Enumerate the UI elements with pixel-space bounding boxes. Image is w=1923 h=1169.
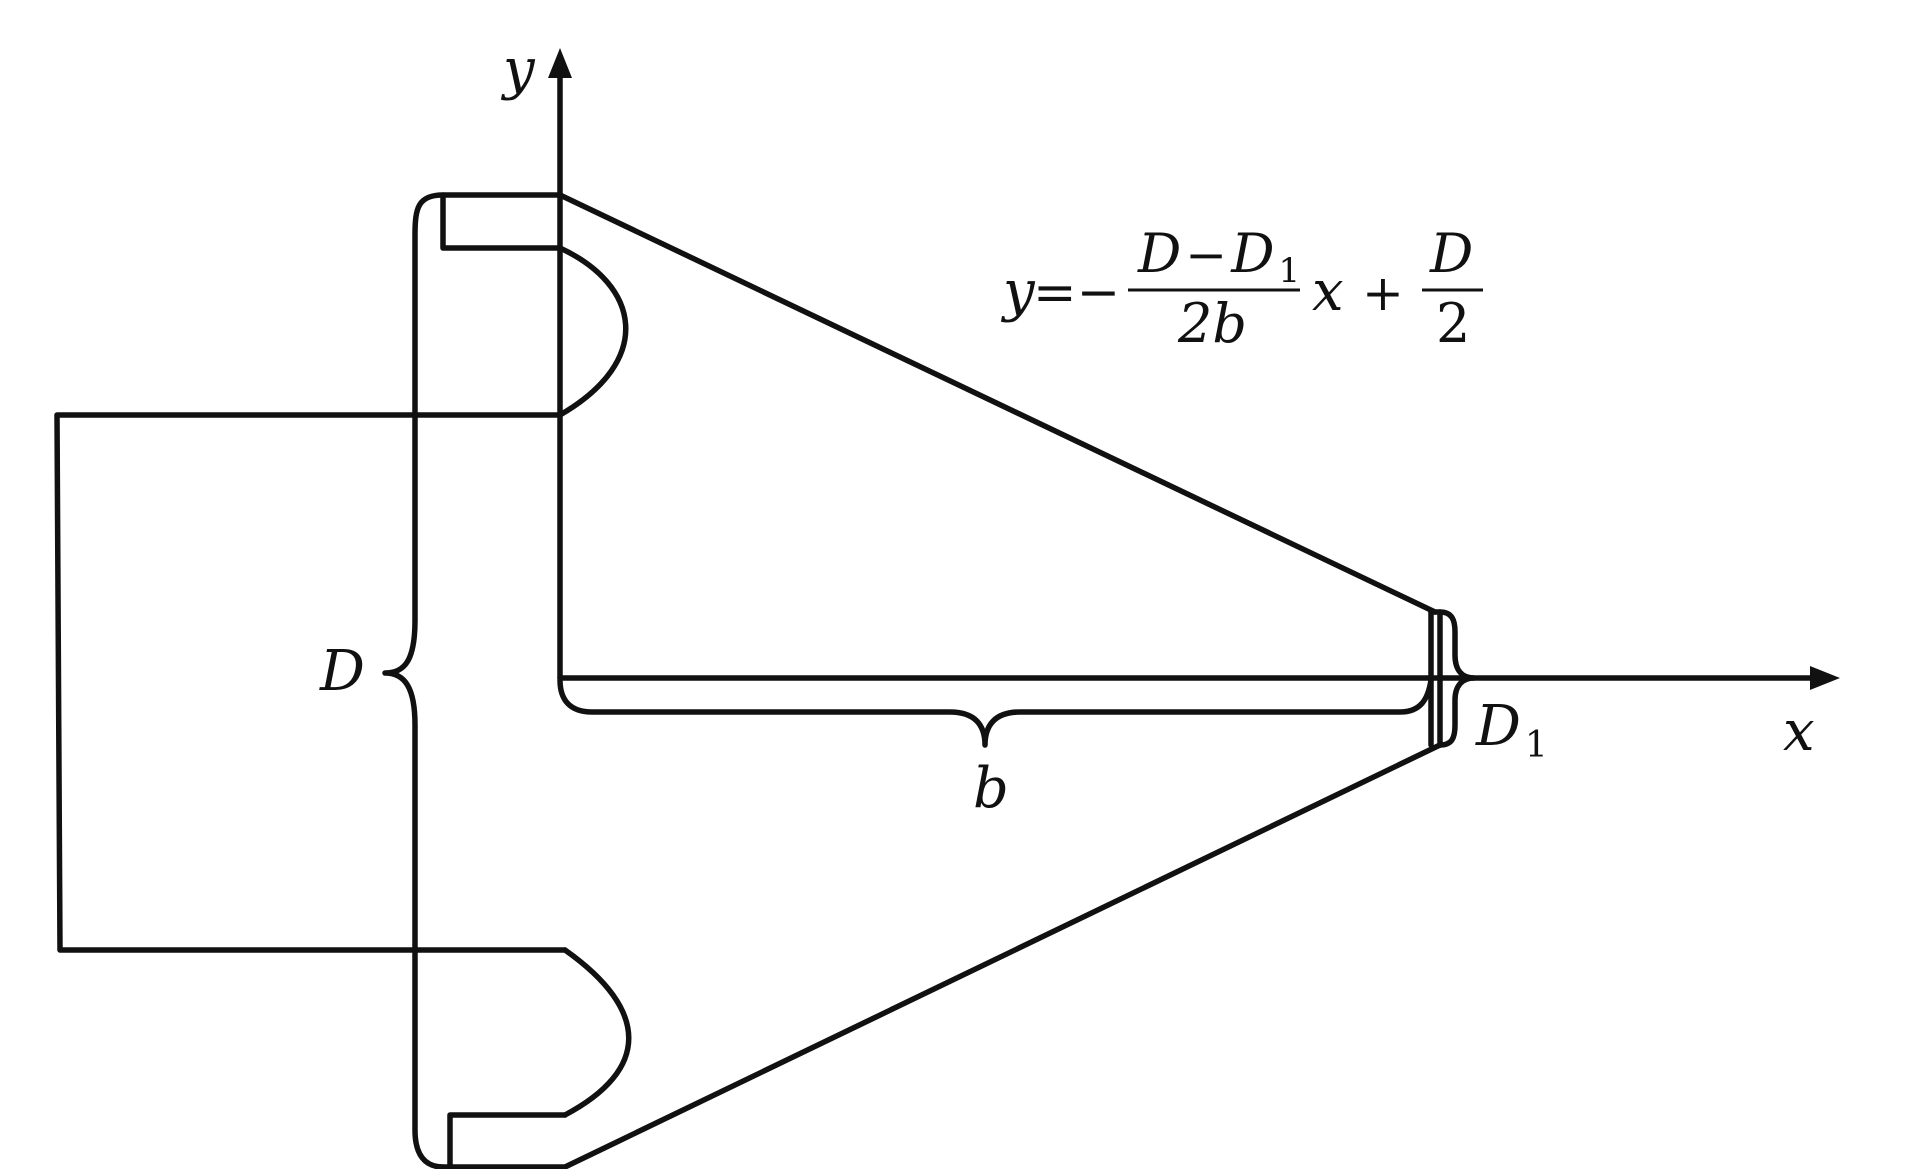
x-axis-label: x xyxy=(1783,699,1815,764)
eq-frac2-denominator: 2 xyxy=(1436,292,1470,355)
eq-frac2-numerator: D xyxy=(1429,222,1473,285)
eq-equals-minus: =− xyxy=(1033,263,1120,323)
y-axis-label: y xyxy=(500,37,536,102)
line-equation: y =− D − D 1 2b x + D 2 xyxy=(1000,222,1483,355)
y-axis-arrowhead xyxy=(548,48,572,78)
b-brace xyxy=(557,677,1434,748)
upper-flange-rect xyxy=(440,192,563,251)
lower-flange-rect xyxy=(447,1112,568,1169)
taper-upper-edge xyxy=(557,192,1438,615)
D1-label: D 1 xyxy=(1475,694,1548,766)
eq-frac1-denominator: 2b xyxy=(1177,292,1247,355)
left-block-outline xyxy=(54,412,568,953)
eq-plus: + xyxy=(1362,264,1404,322)
eq-var-x: x xyxy=(1312,259,1344,324)
D1-label-main: D xyxy=(1475,694,1521,759)
taper-lower-edge xyxy=(562,742,1443,1169)
lower-flange-lobe xyxy=(562,947,632,1118)
b-label: b xyxy=(973,756,1009,821)
upper-flange-lobe xyxy=(557,245,629,418)
eq-lhs: y xyxy=(1000,259,1036,324)
D1-label-sub: 1 xyxy=(1525,725,1548,766)
x-axis-arrowhead xyxy=(1810,666,1840,690)
D-brace xyxy=(382,192,446,1169)
D1-brace xyxy=(1437,609,1477,748)
eq-frac1-numerator: D − D 1 xyxy=(1137,222,1300,291)
D-label: D xyxy=(319,639,365,704)
